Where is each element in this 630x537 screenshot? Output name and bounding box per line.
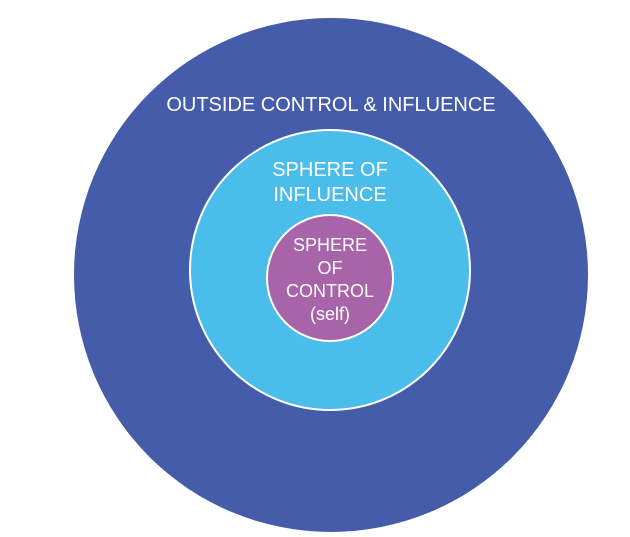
- control-label-line3: CONTROL: [286, 281, 374, 301]
- control-label-line4: (self): [310, 304, 350, 324]
- control-label-line1: SPHERE: [293, 235, 367, 255]
- control-label-line2: OF: [318, 258, 343, 278]
- outside-label: OUTSIDE CONTROL & INFLUENCE: [166, 94, 495, 116]
- sphere-of-control-circle: [266, 214, 394, 342]
- influence-label-line2: INFLUENCE: [273, 184, 386, 206]
- influence-label-line1: SPHERE OF: [272, 159, 388, 181]
